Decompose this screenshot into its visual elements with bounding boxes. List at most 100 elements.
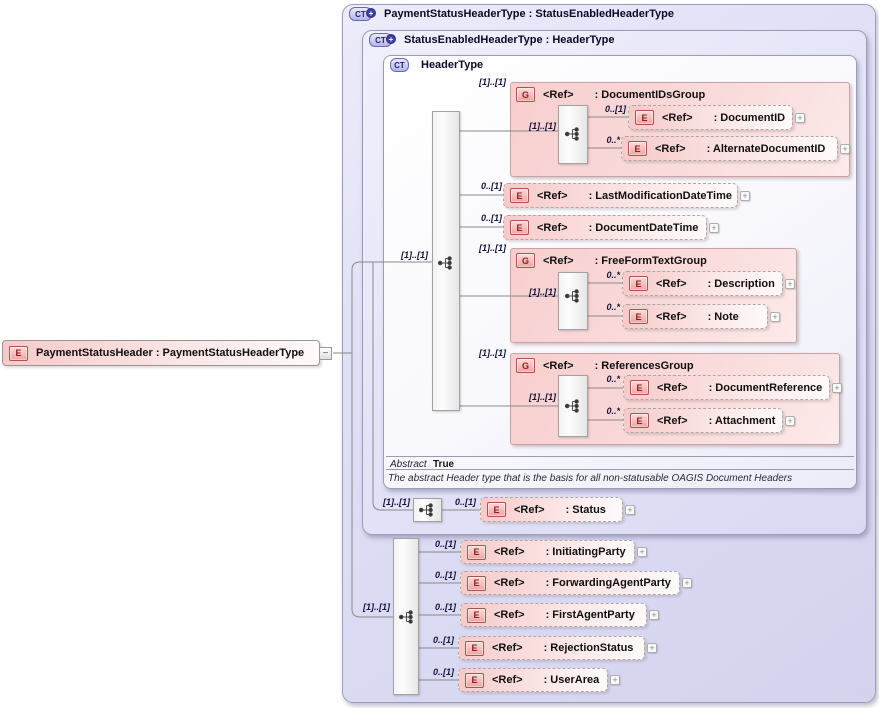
- sequence-icon: [564, 289, 579, 303]
- element-forwardingagentparty[interactable]: E <Ref> : ForwardingAgentParty +: [460, 571, 692, 595]
- container-title-inner: CT HeaderType: [390, 58, 483, 72]
- element-ref: <Ref>: [494, 577, 525, 589]
- container-title-text: StatusEnabledHeaderType : HeaderType: [404, 34, 615, 46]
- element-ref: <Ref>: [537, 221, 568, 234]
- group-ref: <Ref>: [543, 254, 574, 267]
- expand-icon[interactable]: +: [785, 278, 795, 289]
- container-title-middle: CT+ StatusEnabledHeaderType : HeaderType: [369, 33, 615, 47]
- expand-icon[interactable]: +: [610, 675, 620, 685]
- element-firstagentparty[interactable]: E <Ref> : FirstAgentParty +: [460, 603, 659, 627]
- element-name: : Description: [707, 277, 775, 290]
- element-documentdatetime[interactable]: E <Ref> : DocumentDateTime +: [503, 215, 719, 240]
- occurrence-label: 0..[1]: [434, 602, 456, 612]
- expand-icon[interactable]: +: [785, 415, 795, 426]
- expand-icon[interactable]: +: [647, 643, 657, 653]
- element-rejectionstatus[interactable]: E <Ref> : RejectionStatus +: [458, 636, 657, 660]
- element-paymentstatusheader[interactable]: E PaymentStatusHeader : PaymentStatusHea…: [2, 340, 320, 366]
- element-icon: E: [487, 502, 506, 517]
- occurrence-label: 0..[1]: [480, 181, 502, 191]
- element-ref: <Ref>: [537, 189, 568, 202]
- element-ref: <Ref>: [492, 674, 523, 686]
- expand-icon[interactable]: +: [840, 143, 850, 154]
- element-icon: E: [467, 575, 486, 591]
- element-name: : DocumentReference: [708, 381, 823, 394]
- element-ref: <Ref>: [514, 503, 545, 516]
- element-userarea[interactable]: E <Ref> : UserArea +: [458, 668, 620, 692]
- occurrence-label: [1]..[1]: [363, 602, 390, 612]
- element-ref: <Ref>: [656, 277, 687, 290]
- expand-icon[interactable]: +: [637, 547, 647, 557]
- element-name: : FirstAgentParty: [545, 609, 635, 621]
- element-initiatingparty[interactable]: E <Ref> : InitiatingParty +: [460, 540, 647, 564]
- expand-icon[interactable]: +: [770, 311, 780, 322]
- expand-icon[interactable]: +: [832, 382, 842, 393]
- element-alternatedocumentid[interactable]: E <Ref> : AlternateDocumentID +: [621, 136, 850, 161]
- element-name: : ForwardingAgentParty: [545, 577, 671, 589]
- element-ref: <Ref>: [656, 310, 687, 323]
- occurrence-label: [1]..[1]: [529, 287, 556, 297]
- element-icon: E: [465, 640, 484, 656]
- container-title-text: PaymentStatusHeaderType : StatusEnabledH…: [384, 8, 674, 20]
- group-ref: <Ref>: [543, 359, 574, 372]
- element-icon: E: [635, 110, 654, 125]
- element-ref: <Ref>: [655, 142, 686, 155]
- element-documentid[interactable]: E <Ref> : DocumentID +: [628, 105, 805, 130]
- occurrence-label: 0..[1]: [432, 667, 454, 677]
- expand-icon[interactable]: +: [795, 112, 805, 123]
- element-icon: E: [630, 413, 649, 428]
- element-label: PaymentStatusHeader : PaymentStatusHeade…: [36, 347, 305, 359]
- element-note[interactable]: E <Ref> : Note +: [622, 304, 780, 329]
- element-name: : AlternateDocumentID: [706, 142, 826, 155]
- element-icon: E: [9, 345, 28, 361]
- expand-icon[interactable]: +: [709, 222, 719, 233]
- element-icon: E: [630, 380, 649, 395]
- occurrence-label: [1]..[1]: [479, 77, 506, 87]
- complextype-icon: CT+: [349, 7, 376, 21]
- element-icon: E: [629, 276, 648, 291]
- derived-plus-icon: +: [386, 34, 396, 44]
- occurrence-label: 0..[1]: [432, 635, 454, 645]
- element-ref: <Ref>: [657, 414, 688, 427]
- expand-icon[interactable]: +: [740, 190, 750, 201]
- type-description: The abstract Header type that is the bas…: [388, 473, 793, 484]
- element-documentreference[interactable]: E <Ref> : DocumentReference +: [623, 375, 842, 400]
- element-icon: E: [467, 607, 486, 623]
- occurrence-label: 0..[1]: [604, 104, 626, 114]
- derived-plus-icon: +: [366, 8, 376, 18]
- group-name: : DocumentIDsGroup: [594, 88, 706, 101]
- element-icon: E: [510, 220, 529, 235]
- occurrence-label: [1]..[1]: [479, 243, 506, 253]
- occurrence-label: [1]..[1]: [401, 250, 428, 260]
- abstract-value: True: [433, 459, 455, 470]
- sequence-icon: [437, 256, 452, 270]
- container-title-outer: CT+ PaymentStatusHeaderType : StatusEnab…: [349, 7, 674, 21]
- element-ref: <Ref>: [494, 609, 525, 621]
- collapse-icon[interactable]: −: [319, 347, 332, 360]
- group-name: : ReferencesGroup: [594, 359, 694, 372]
- occurrence-label: 0..*: [606, 374, 620, 384]
- sequence-icon: [398, 610, 413, 624]
- divider: [386, 456, 854, 457]
- element-ref: <Ref>: [662, 111, 693, 124]
- expand-icon[interactable]: +: [625, 504, 635, 515]
- expand-icon[interactable]: +: [649, 610, 659, 620]
- element-attachment[interactable]: E <Ref> : Attachment +: [623, 408, 795, 433]
- element-icon: E: [628, 141, 647, 156]
- element-lastmodificationdatetime[interactable]: E <Ref> : LastModificationDateTime +: [503, 183, 750, 208]
- group-icon: G: [516, 358, 535, 373]
- occurrence-label: [1]..[1]: [383, 497, 410, 507]
- element-status[interactable]: E <Ref> : Status +: [480, 497, 635, 522]
- ct-badge-label: CT: [394, 60, 405, 70]
- element-name: : Status: [565, 503, 606, 516]
- sequence-icon: [564, 399, 579, 413]
- element-name: : LastModificationDateTime: [588, 189, 733, 202]
- complextype-icon: CT+: [369, 33, 396, 47]
- element-icon: E: [510, 188, 529, 203]
- expand-icon[interactable]: +: [682, 578, 692, 588]
- ct-badge-label: CT: [355, 9, 366, 19]
- element-name: : RejectionStatus: [543, 642, 634, 654]
- element-name: : Attachment: [708, 414, 776, 427]
- occurrence-label: 0..[1]: [454, 497, 476, 507]
- element-name: : InitiatingParty: [545, 546, 626, 558]
- element-description[interactable]: E <Ref> : Description +: [622, 271, 795, 296]
